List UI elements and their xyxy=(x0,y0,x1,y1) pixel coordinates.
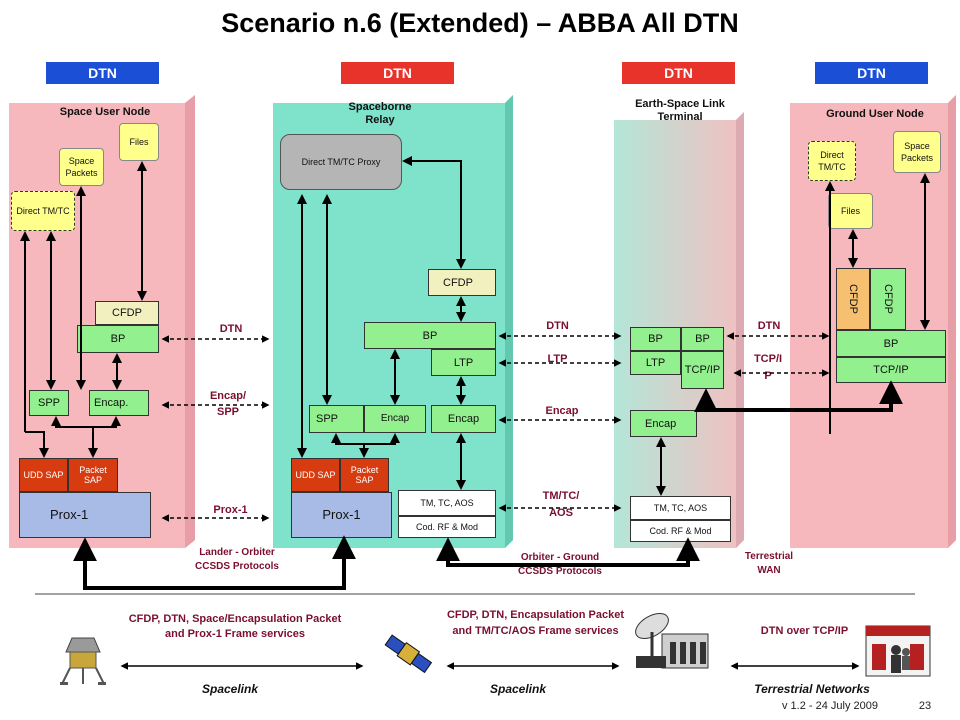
building-icon xyxy=(865,625,931,677)
dtn-tag-space-user: DTN xyxy=(46,62,159,84)
es-encap-box: Encap xyxy=(630,410,697,437)
files-box: Files xyxy=(119,123,159,161)
ground-files-box: Files xyxy=(828,193,873,229)
ground-space-packets-box: Space Packets xyxy=(893,131,941,173)
udd-sap-box: UDD SAP xyxy=(19,458,68,492)
relay-prox1-box: Prox-1 xyxy=(291,492,392,538)
ground-user-node-title: Ground User Node xyxy=(826,108,924,120)
page-number: 23 xyxy=(918,700,932,712)
link-orbiter-ground-line xyxy=(436,537,700,567)
link-dtn-right: DTN xyxy=(757,320,781,332)
relay-udd-sap-box: UDD SAP xyxy=(291,458,340,492)
dtn-tag-ground-user: DTN xyxy=(815,62,928,84)
earth-space-terminal-title: Earth-Space Link Terminal xyxy=(635,98,725,123)
spaceborne-relay-title: Spaceborne Relay xyxy=(348,101,412,126)
relay-spp-box: SPP xyxy=(309,405,364,433)
cfdp-box: CFDP xyxy=(95,301,159,325)
es-bp2-box: BP xyxy=(681,327,724,351)
ground-station-icon xyxy=(635,613,709,669)
ground-direct-tmtc-box: Direct TM/TC xyxy=(808,141,856,181)
ground-bp-box: BP xyxy=(836,330,946,357)
link-encap-spp: Encap/ SPP xyxy=(209,390,247,418)
services-text-1: CFDP, DTN, Space/Encapsulation Packet an… xyxy=(128,613,342,640)
encap-box: Encap. xyxy=(89,390,149,416)
relay-ltp-box: LTP xyxy=(431,349,496,376)
arrow-spp-encap-relay xyxy=(331,433,400,445)
spp-box: SPP xyxy=(29,390,69,416)
relay-encap-box: Encap xyxy=(431,405,496,433)
lander-icon xyxy=(60,637,106,685)
link-dtn-mid: DTN xyxy=(546,320,569,332)
relay-packet-sap-box: Packet SAP xyxy=(340,458,389,492)
satellite-icon xyxy=(384,634,433,674)
dtn-tag-earth-space: DTN xyxy=(622,62,735,84)
direct-tmtc-box: Direct TM/TC xyxy=(11,191,75,231)
relay-bp-box: BP xyxy=(364,322,496,349)
direct-tmtc-proxy-box: Direct TM/TC Proxy xyxy=(280,134,402,190)
spacelink-label-1: Spacelink xyxy=(201,682,259,696)
dtn-tag-relay: DTN xyxy=(341,62,454,84)
packet-sap-box: Packet SAP xyxy=(68,458,118,492)
link-encap-mid: Encap xyxy=(545,405,579,417)
link-lander-orbiter-line xyxy=(73,535,356,590)
terrestrial-networks-label: Terrestrial Networks xyxy=(754,682,870,696)
version-text: v 1.2 - 24 July 2009 xyxy=(781,700,878,712)
es-bp1-box: BP xyxy=(630,327,681,351)
services-text-3: DTN over TCP/IP xyxy=(760,625,849,637)
relay-cfdp-box: CFDP xyxy=(428,269,496,296)
arrow-spp-encap xyxy=(51,416,121,428)
es-ltp-box: LTP xyxy=(630,351,681,375)
ground-cfdp1-box: CFDP xyxy=(836,268,870,330)
space-user-node-title: Space User Node xyxy=(59,106,151,118)
services-text-2: CFDP, DTN, Encapsulation Packet and TM/T… xyxy=(446,609,625,637)
arrow-proxy-cfdp xyxy=(402,156,466,269)
relay-encap-small-box: Encap xyxy=(364,405,426,433)
page-title: Scenario n.6 (Extended) – ABBA All DTN xyxy=(221,8,739,38)
link-terrestrial-line xyxy=(694,380,903,413)
link-terrestrial-wan: Terrestrial WAN xyxy=(744,551,794,576)
prox1-box: Prox-1 xyxy=(19,492,151,538)
es-tm-tc-aos-box: TM, TC, AOS xyxy=(630,496,731,520)
ground-cfdp2-box: CFDP xyxy=(870,268,906,330)
arrow-direct-udd xyxy=(25,431,49,458)
link-prox1: Prox-1 xyxy=(213,504,248,516)
link-dtn-left: DTN xyxy=(219,323,243,335)
space-packets-box: Space Packets xyxy=(59,148,104,186)
relay-tm-tc-aos-box: TM, TC, AOS xyxy=(398,490,496,516)
spacelink-label-2: Spacelink xyxy=(489,682,547,696)
